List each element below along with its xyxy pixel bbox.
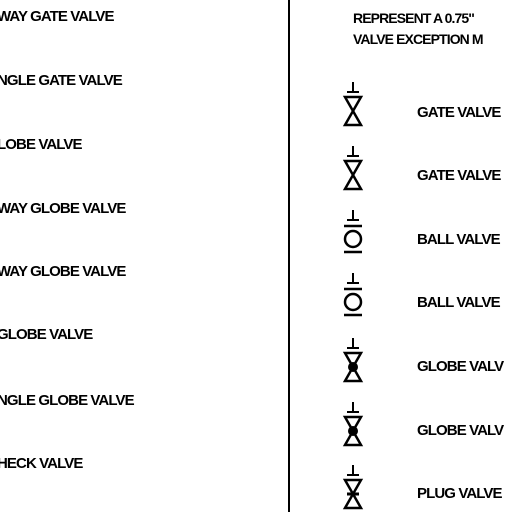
left-label: WAY GATE VALVE [0, 8, 114, 25]
right-label: GLOBE VALV [417, 422, 504, 439]
plug-valve-icon [342, 465, 364, 510]
header-line-2: VALVE EXCEPTION M [353, 31, 484, 47]
gate-valve-icon [342, 146, 364, 191]
globe-valve-icon [342, 402, 364, 447]
right-label: GATE VALVE [417, 167, 501, 184]
header-line-1: REPRESENT A 0.75" [353, 10, 475, 26]
left-label: NGLE GATE VALVE [0, 72, 123, 89]
right-label: PLUG VALVE [417, 485, 503, 502]
right-label: BALL VALVE [417, 294, 501, 311]
ball-valve-icon [343, 210, 363, 254]
left-label: LOBE VALVE [0, 136, 83, 153]
ball-valve-icon [343, 273, 363, 317]
right-label: GLOBE VALV [417, 358, 504, 375]
divider-line [288, 0, 290, 512]
left-label: NGLE GLOBE VALVE [0, 392, 135, 409]
left-label: WAY GLOBE VALVE [0, 263, 126, 280]
globe-valve-icon [342, 338, 364, 383]
gate-valve-icon [342, 82, 364, 127]
left-label: HECK VALVE [0, 455, 83, 472]
right-label: GATE VALVE [417, 104, 501, 121]
left-label: GLOBE VALVE [0, 326, 93, 343]
left-label: WAY GLOBE VALVE [0, 200, 126, 217]
right-label: BALL VALVE [417, 231, 501, 248]
